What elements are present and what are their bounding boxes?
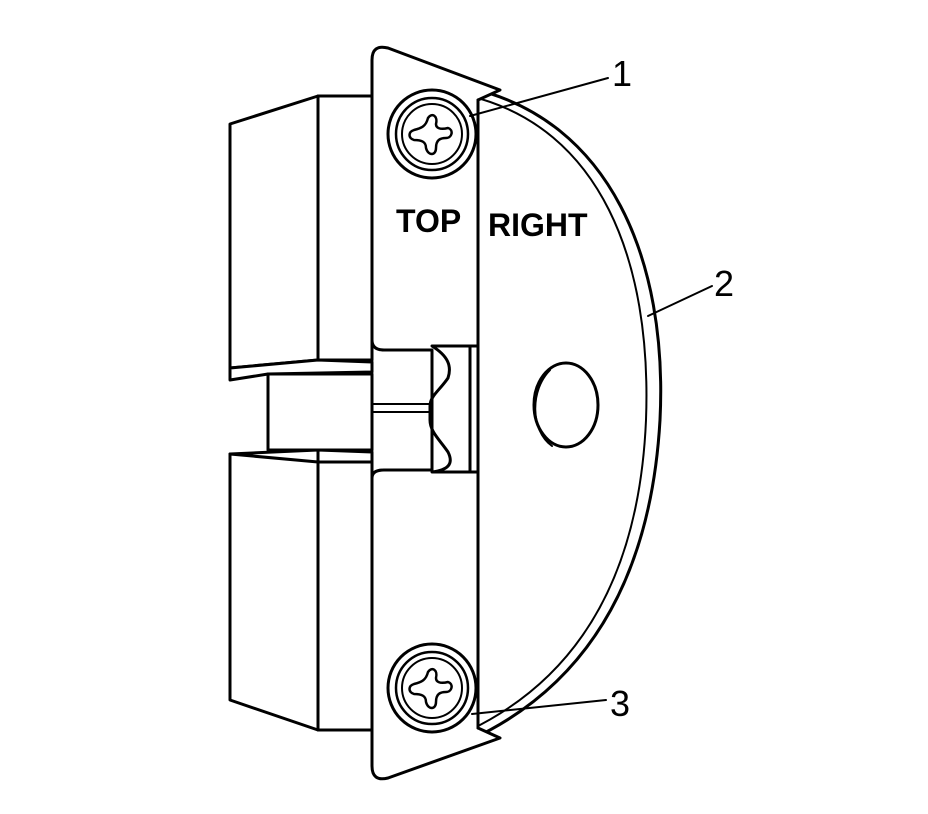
leader-line-3 [471,699,607,715]
phillips-screw-icon [386,642,478,734]
leader-line-2 [647,285,713,317]
top-label: TOP [396,203,461,239]
connector-block [228,94,374,732]
phillips-screw-icon [386,88,478,180]
disc-plate [468,86,663,742]
callout-3: 3 [610,683,630,724]
callout-1: 1 [612,53,632,94]
mounting-bracket [370,45,502,781]
callout-2: 2 [714,263,734,304]
right-label: RIGHT [488,207,588,243]
leader-line-1 [469,77,609,117]
